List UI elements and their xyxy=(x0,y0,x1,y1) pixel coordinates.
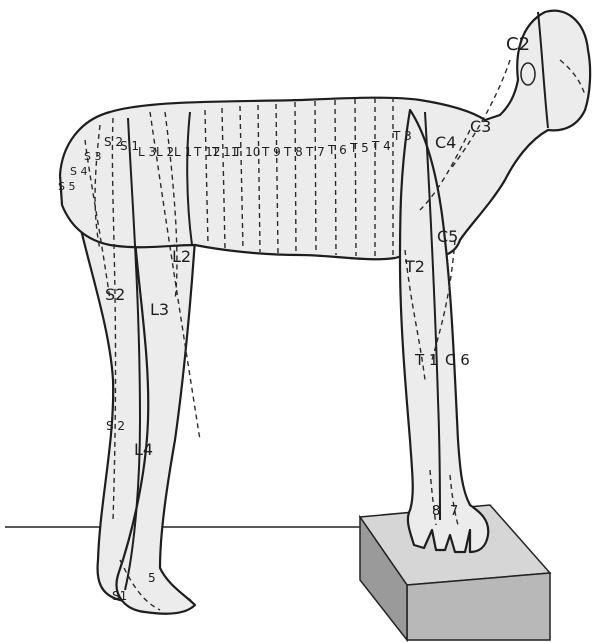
label-t3: T 3 xyxy=(392,129,412,143)
label-c7: 7 xyxy=(450,504,458,519)
label-l2-back: L 2 xyxy=(156,145,174,159)
label-c4: C4 xyxy=(435,133,456,152)
label-t8: T 8 xyxy=(283,145,303,159)
label-c3: C3 xyxy=(470,117,491,136)
label-t9: T 9 xyxy=(261,145,281,159)
label-s2-leg: S 2 xyxy=(106,419,125,433)
label-l3: L3 xyxy=(150,300,169,319)
label-t6: T 6 xyxy=(327,143,347,157)
label-s5: S 5 xyxy=(58,180,75,193)
label-s1-foot: S1 xyxy=(112,589,127,603)
label-s4: S 4 xyxy=(70,165,87,178)
label-c8: 8 xyxy=(432,504,440,519)
label-t5: T 5 xyxy=(349,141,369,155)
label-t4: T 4 xyxy=(371,139,391,153)
label-l3-back: L 3 xyxy=(138,145,156,159)
box-front xyxy=(407,573,550,640)
label-c2: C2 xyxy=(506,34,530,55)
label-c5: C5 xyxy=(437,227,458,246)
label-s3: S 3 xyxy=(84,150,101,163)
label-l5: 5 xyxy=(148,571,156,585)
label-t2: T2 xyxy=(404,257,425,276)
human-figure xyxy=(60,11,590,614)
label-s2-back: S 2 xyxy=(104,135,123,149)
label-t7: T 7 xyxy=(305,145,325,159)
label-l1: L 1 xyxy=(174,145,192,159)
label-s2: S2 xyxy=(105,285,125,304)
label-l4: L4 xyxy=(134,440,153,459)
label-c6: C 6 xyxy=(445,351,470,369)
label-l2: L2 xyxy=(172,247,191,266)
label-t12: T 12 xyxy=(193,145,220,159)
label-t1: T 1 xyxy=(414,351,438,369)
